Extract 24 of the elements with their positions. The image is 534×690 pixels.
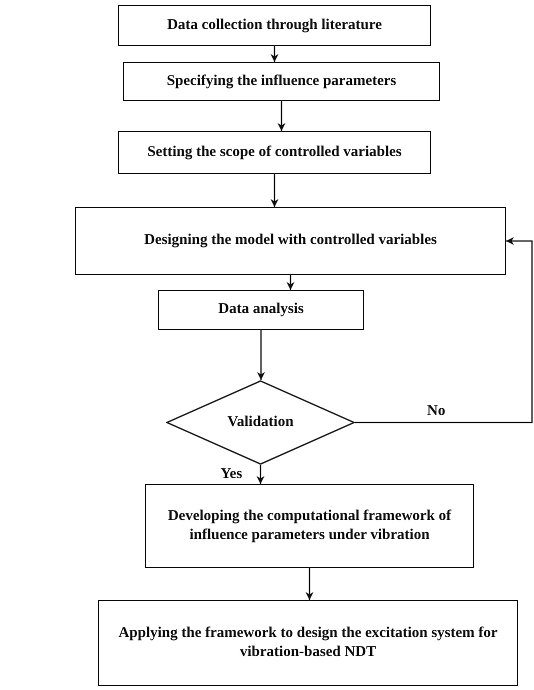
step-text: Applying the framework to design the excitation system for vibration-based NDT (117, 624, 499, 662)
arrow (278, 101, 286, 131)
process-box (118, 5, 431, 46)
step-text: Data analysis (217, 300, 305, 320)
step-text: Setting the scope of controlled variables (146, 142, 403, 162)
step-text: Specifying the influence parameters (166, 72, 398, 91)
arrow (306, 568, 314, 600)
arrow (286, 275, 294, 290)
step-text: Developing the computational framework of influence parameters under vibration (166, 506, 452, 545)
process-box (75, 207, 506, 275)
decision-diamond (166, 380, 355, 465)
arrow (270, 46, 278, 62)
arrow (256, 465, 264, 484)
step-text: Designing the model with controlled variables (143, 231, 438, 250)
arrow (355, 237, 533, 424)
process-box (98, 600, 518, 686)
process-box (145, 484, 474, 568)
process-box (158, 290, 364, 330)
process-box (123, 62, 440, 101)
process-box (118, 131, 431, 174)
step-text: Data collection through literature (166, 16, 383, 35)
step-text: Validation (226, 412, 295, 432)
arrow (270, 174, 278, 207)
arrow (257, 330, 265, 380)
